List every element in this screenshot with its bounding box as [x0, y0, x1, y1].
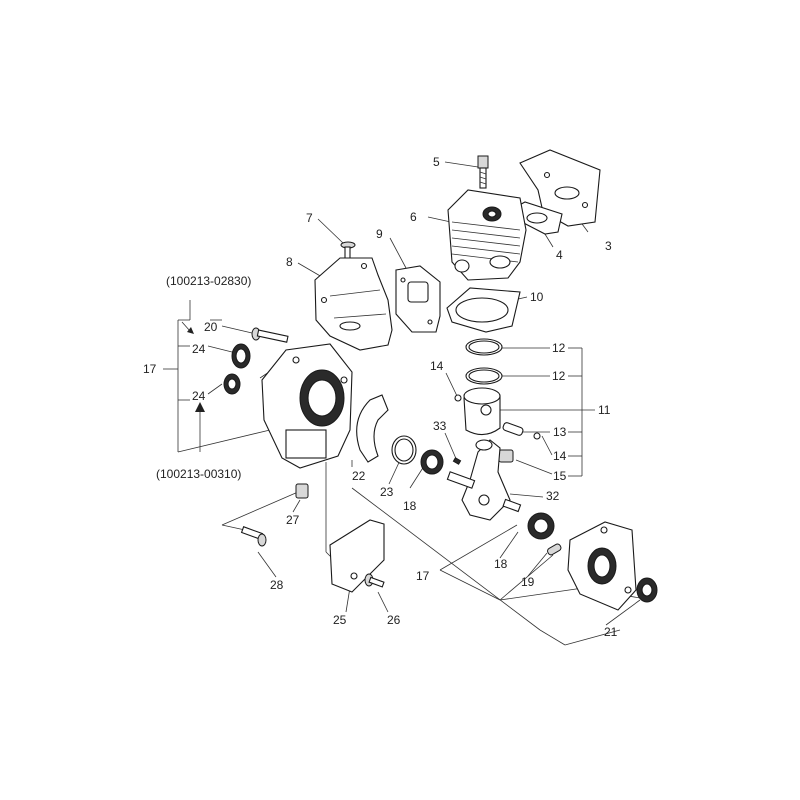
part-24-seal-lower [223, 373, 241, 395]
part-6-cylinder [447, 189, 527, 281]
callout-21: 21 [604, 625, 618, 639]
part-33-key [452, 457, 462, 465]
part-number-lower: (100213-00310) [156, 467, 241, 481]
callout-12a: 12 [552, 341, 566, 355]
callout-26: 26 [387, 613, 401, 627]
callout-15: 15 [553, 469, 567, 483]
part-10-base-gasket [446, 287, 521, 333]
part-13-piston-pin [502, 422, 524, 436]
part-23-seal-ring [391, 435, 417, 465]
callout-13: 13 [553, 425, 567, 439]
callout-17a: 17 [143, 362, 157, 376]
callout-14b: 14 [553, 449, 567, 463]
part-9-plate-gasket [395, 265, 441, 333]
part-19-dowel-pin [547, 543, 562, 556]
part-8-cover [314, 257, 393, 351]
leader-lines [163, 161, 641, 646]
callout-33: 33 [433, 419, 447, 433]
callout-23: 23 [380, 485, 394, 499]
part-5-spark-plug [477, 155, 489, 189]
callout-4: 4 [556, 248, 563, 262]
callout-8: 8 [286, 255, 293, 269]
part-12-piston-rings [465, 338, 503, 385]
part-crankcase-right [567, 521, 637, 611]
callout-10: 10 [530, 290, 544, 304]
callout-3: 3 [605, 239, 612, 253]
part-14-clips [454, 394, 541, 440]
callout-6: 6 [410, 210, 417, 224]
part-26-screw [364, 573, 385, 588]
callout-9: 9 [376, 227, 383, 241]
part-3-shield-plate [519, 149, 601, 227]
arrow-down-icon [187, 327, 194, 334]
part-20-bolt [251, 327, 289, 343]
part-11-piston [463, 387, 501, 436]
part-25-cover-plate [329, 519, 385, 593]
callout-5: 5 [433, 155, 440, 169]
part-28-bolt [240, 526, 267, 547]
part-18-bearing-lower [527, 512, 555, 540]
part-27-nut [295, 483, 309, 499]
callout-18b: 18 [494, 557, 508, 571]
callout-24a: 24 [192, 342, 206, 356]
arrow-markers [181, 321, 205, 452]
arrow-up-icon [195, 402, 205, 412]
callout-25: 25 [333, 613, 347, 627]
part-crankcase-left [261, 343, 353, 469]
callout-labels: 3 4 5 6 7 8 9 10 11 12 12 13 14 14 15 17… [143, 155, 618, 639]
callout-24b: 24 [192, 389, 206, 403]
callout-27: 27 [286, 513, 300, 527]
part-22-crankcase-gasket [356, 394, 389, 463]
part-32-crankshaft [446, 439, 522, 521]
callout-11: 11 [598, 403, 611, 417]
part-21-bearing [636, 577, 658, 603]
callout-7: 7 [306, 211, 313, 225]
callout-28: 28 [270, 578, 284, 592]
callout-18a: 18 [403, 499, 417, 513]
part-24-seal-upper [231, 343, 251, 369]
callout-19: 19 [521, 575, 535, 589]
callout-17b: 17 [416, 569, 430, 583]
part-18-bearing-upper [420, 449, 444, 475]
callout-22: 22 [352, 469, 366, 483]
callout-14a: 14 [430, 359, 444, 373]
part-number-upper: (100213-02830) [166, 274, 251, 288]
part-15-needle-bearing [498, 449, 514, 463]
callout-12b: 12 [552, 369, 566, 383]
callout-20: 20 [204, 320, 218, 334]
callout-32: 32 [546, 489, 560, 503]
